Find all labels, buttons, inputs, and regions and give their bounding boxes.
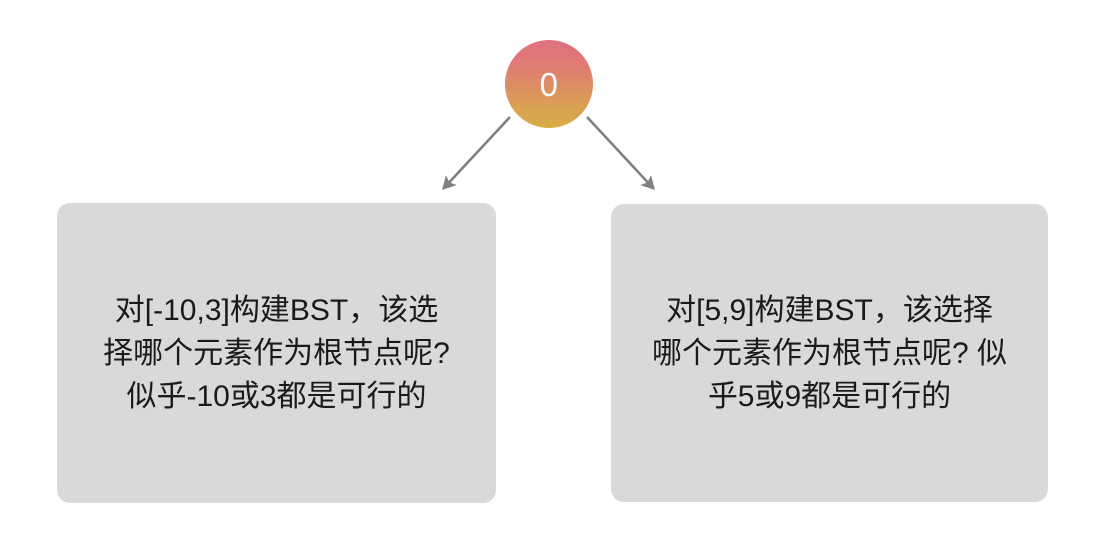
edge-root-to-right bbox=[586, 116, 655, 191]
left-text-box-content: 对[-10,3]构建BST，该选 择哪个元素作为根节点呢? 似乎-10或3都是可… bbox=[103, 289, 450, 418]
right-text-line-2: 哪个元素作为根节点呢? 似 bbox=[651, 336, 1008, 370]
left-text-box[interactable]: 对[-10,3]构建BST，该选 择哪个元素作为根节点呢? 似乎-10或3都是可… bbox=[57, 203, 496, 503]
left-text-line-2: 择哪个元素作为根节点呢? bbox=[103, 336, 450, 370]
root-node-label: 0 bbox=[539, 65, 559, 103]
right-text-line-3: 乎5或9都是可行的 bbox=[707, 379, 952, 413]
edge-root-to-left bbox=[442, 116, 511, 191]
root-node[interactable]: 0 bbox=[505, 40, 593, 128]
right-text-line-1: 对[5,9]构建BST，该选择 bbox=[666, 293, 993, 327]
left-text-line-1: 对[-10,3]构建BST，该选 bbox=[114, 293, 439, 327]
right-text-box[interactable]: 对[5,9]构建BST，该选择 哪个元素作为根节点呢? 似 乎5或9都是可行的 bbox=[611, 204, 1048, 502]
left-text-line-3: 似乎-10或3都是可行的 bbox=[126, 379, 427, 413]
right-text-box-content: 对[5,9]构建BST，该选择 哪个元素作为根节点呢? 似 乎5或9都是可行的 bbox=[652, 289, 1007, 418]
